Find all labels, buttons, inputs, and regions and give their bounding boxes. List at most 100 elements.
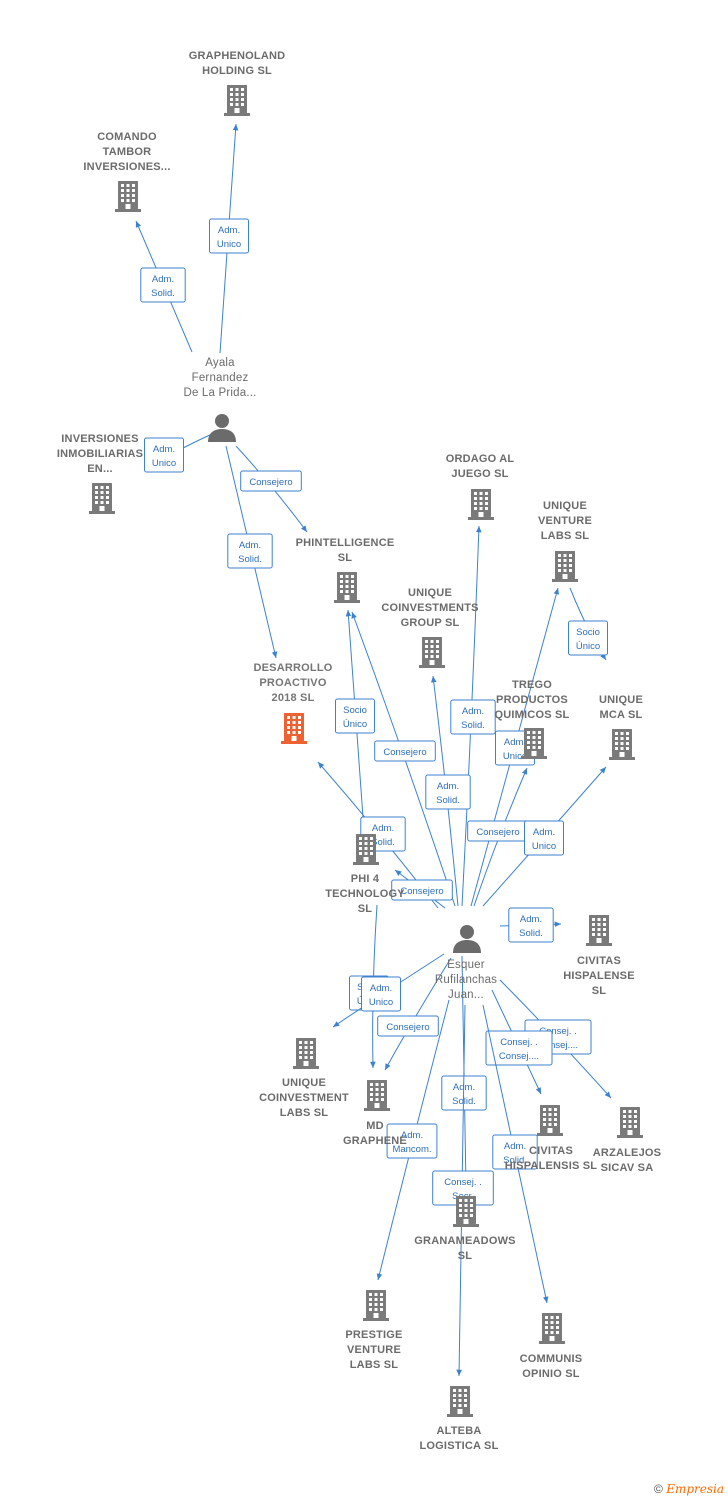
edge-label-box[interactable]	[450, 699, 496, 735]
building-icon[interactable]	[552, 551, 578, 582]
building-icon[interactable]	[89, 483, 115, 514]
edge-label-text: Adm.	[401, 1130, 423, 1141]
building-icon[interactable]	[586, 915, 612, 946]
edge-label-box[interactable]	[485, 1030, 553, 1066]
node-label-text: CIVITAS	[529, 1145, 573, 1157]
edge-esquer-to-unique_mca: Adm.Unico	[482, 766, 607, 907]
edge-label-text: Unico	[369, 997, 393, 1008]
person-icon[interactable]	[453, 925, 481, 953]
edge-label-box[interactable]	[240, 470, 302, 492]
building-icon[interactable]	[537, 1105, 563, 1136]
edge-label-text: Consejero	[476, 827, 519, 838]
edge-label-text: Solid.	[151, 288, 175, 299]
building-icon[interactable]	[468, 489, 494, 520]
node-label-text: INVERSIONES	[61, 433, 138, 445]
edge-label-text: Adm.	[504, 1141, 526, 1152]
edge-label-box[interactable]	[386, 1123, 438, 1159]
node-label-text: Juan...	[448, 989, 484, 1001]
edge-label-text: Socio	[343, 705, 367, 716]
edge-label-text: Consej. .	[444, 1177, 482, 1188]
edge-label-box[interactable]	[227, 533, 273, 569]
edge-label-box[interactable]	[140, 267, 186, 303]
building-icon[interactable]	[293, 1038, 319, 1069]
edge-label-text: Solid.	[503, 1155, 527, 1166]
node-label-text: GRAPHENOLAND	[189, 50, 286, 62]
edge-label-box[interactable]	[568, 620, 608, 656]
building-icon[interactable]	[609, 729, 635, 760]
building-icon[interactable]	[281, 713, 307, 744]
building-icon[interactable]	[363, 1290, 389, 1321]
edge-esquer-to-prestige: Adm. Mancom.	[376, 999, 450, 1281]
edge-label-text: Consejero	[386, 1022, 429, 1033]
edge-label-box[interactable]	[374, 740, 436, 762]
edge-label-text: Unico	[217, 239, 241, 250]
edge-label-text: Solid.	[436, 795, 460, 806]
edge-label-box[interactable]	[377, 1015, 439, 1037]
edge-label-text: Adm.	[520, 914, 542, 925]
edge-label-box[interactable]	[335, 698, 375, 734]
edge-label-text: Adm.	[153, 444, 175, 455]
edge-label-text: Mancom.	[392, 1144, 431, 1155]
edge-esquer-to-unique_coinv_labs: Adm.Unico	[332, 953, 445, 1028]
building-icon[interactable]	[334, 572, 360, 603]
person-icon[interactable]	[208, 414, 236, 442]
edge-label-text: Unico	[152, 458, 176, 469]
building-icon[interactable]	[224, 85, 250, 116]
node-inversiones[interactable]: INVERSIONESINMOBILIARIASEN...	[57, 433, 143, 514]
edge-label-box[interactable]	[391, 879, 453, 901]
building-icon[interactable]	[617, 1107, 643, 1138]
building-icon[interactable]	[453, 1196, 479, 1227]
edge-label-box[interactable]	[361, 976, 401, 1012]
building-icon[interactable]	[447, 1386, 473, 1417]
building-icon[interactable]	[364, 1080, 390, 1111]
node-civitas_2[interactable]: CIVITAS HISPALENSIS SL	[505, 1105, 598, 1172]
building-icon[interactable]	[115, 181, 141, 212]
node-label-text: COMMUNIS	[520, 1353, 583, 1365]
node-comando[interactable]: COMANDOTAMBORINVERSIONES...	[83, 131, 170, 212]
edge-label-box[interactable]	[492, 1134, 538, 1170]
edge-label-box[interactable]	[144, 437, 184, 473]
building-icon[interactable]	[521, 728, 547, 759]
brand-logo[interactable]: Empresia	[666, 1482, 724, 1496]
node-label-text: QUIMICOS SL	[495, 709, 570, 721]
edge-label-box[interactable]	[508, 907, 554, 943]
node-label-text: VENTURE	[538, 515, 592, 527]
edge-label-text: Solid.	[371, 837, 395, 848]
edge-label-box[interactable]	[425, 774, 471, 810]
edge-label-box[interactable]	[209, 218, 249, 254]
node-label-text: 2018 SL	[272, 692, 315, 704]
node-label-text: INMOBILIARIAS	[57, 448, 143, 460]
edge-label-text: Adm.	[504, 737, 526, 748]
node-esquer[interactable]: EsquerRufilanchasJuan...	[435, 925, 497, 1001]
node-label-text: COINVESTMENT	[259, 1092, 349, 1104]
building-icon[interactable]	[353, 834, 379, 865]
node-label-text: COMANDO	[97, 131, 157, 143]
node-label-text: HISPALENSIS SL	[505, 1160, 598, 1172]
edge-label-box[interactable]	[524, 820, 564, 856]
building-icon[interactable]	[419, 637, 445, 668]
building-icon[interactable]	[539, 1313, 565, 1344]
node-label-text: UNIQUE	[599, 694, 643, 706]
edge-label-text: Consejero	[383, 747, 426, 758]
